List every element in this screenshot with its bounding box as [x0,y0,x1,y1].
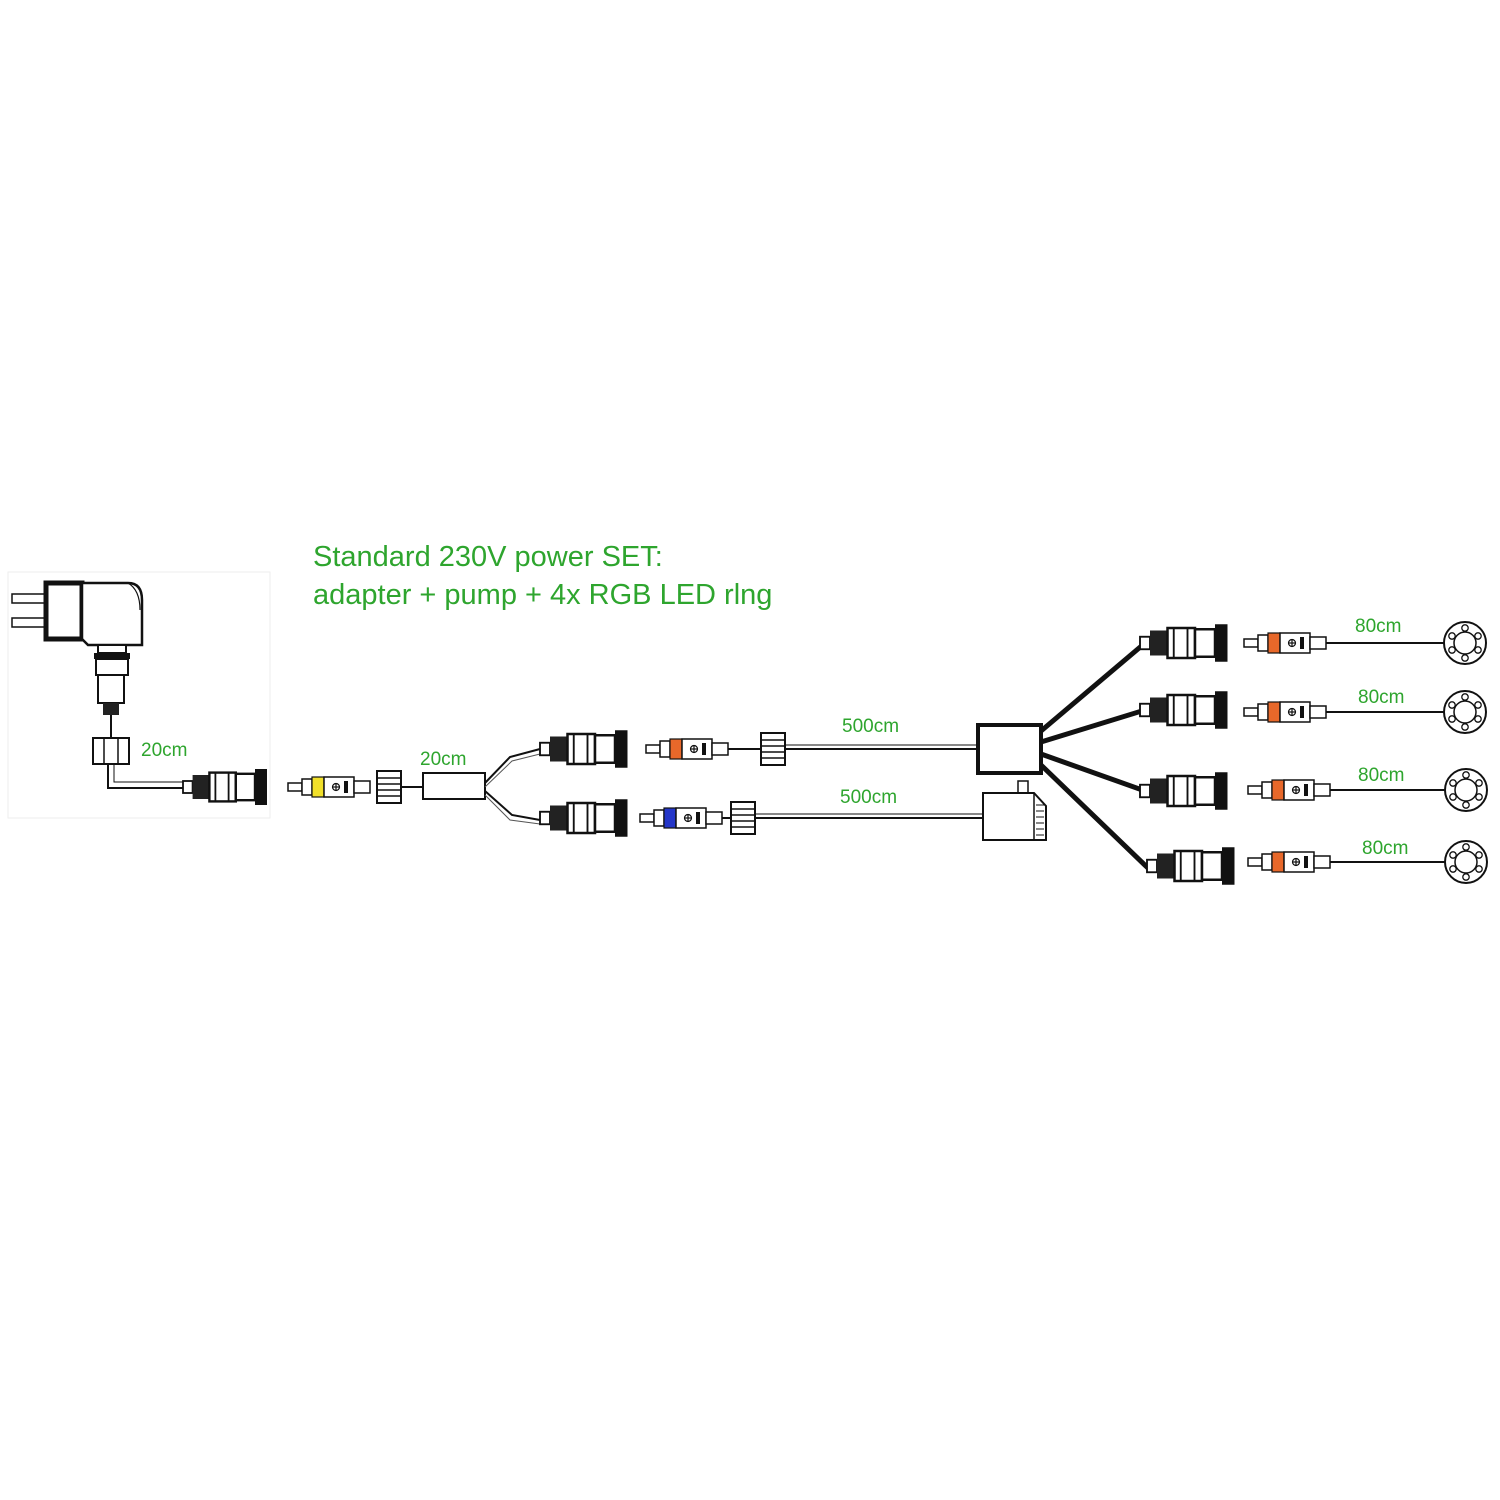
dc-socket-icon [1138,771,1229,811]
dc-socket-icon [1138,690,1229,730]
nut-icon [730,801,756,835]
title-line-2: adapter + pump + 4x RGB LED rlng [313,579,773,611]
adapter-frame [7,571,271,819]
rgb-led-ring-icon [1443,690,1487,734]
dc-plug-icon [1247,851,1331,873]
dc-socket-icon [1145,846,1236,886]
led-extension-length: 500cm [842,716,900,737]
dc-plug-icon [1243,701,1327,723]
adapter-cable [107,764,183,789]
dc-socket-icon [538,729,629,769]
dc-socket-icon [1138,623,1229,663]
ring-3-cable-length: 80cm [1358,765,1405,786]
dc-socket-icon [538,798,629,838]
ring-1-cable-length: 80cm [1355,616,1402,637]
ring-2-cable-length: 80cm [1358,687,1405,708]
diagram-title: Standard 230V power SET: adapter + pump … [313,538,772,614]
title-line-1: Standard 230V power SET: [313,541,663,573]
pump-cable-length: 500cm [840,787,898,808]
rgb-led-ring-icon [1444,840,1488,884]
rgb-led-ring-icon [1444,768,1488,812]
dc-plug-icon [1243,632,1327,654]
led-controller-icon [976,723,1043,775]
dc-plug-icon [287,776,371,798]
power-adapter-icon [11,580,144,765]
dc-plug-icon [1247,779,1331,801]
dc-socket-icon [181,767,269,807]
splitter-cable-length: 20cm [420,749,467,770]
dc-plug-icon [645,738,729,760]
nut-icon [376,770,402,804]
rgb-led-ring-icon [1443,621,1487,665]
adapter-cable-inner [113,764,183,783]
y-splitter-icon [422,772,486,800]
adapter-cable-length: 20cm [141,740,188,761]
dc-plug-icon [639,807,723,829]
pump-icon [982,780,1047,841]
ring-4-cable-length: 80cm [1362,838,1409,859]
nut-icon [760,732,786,766]
